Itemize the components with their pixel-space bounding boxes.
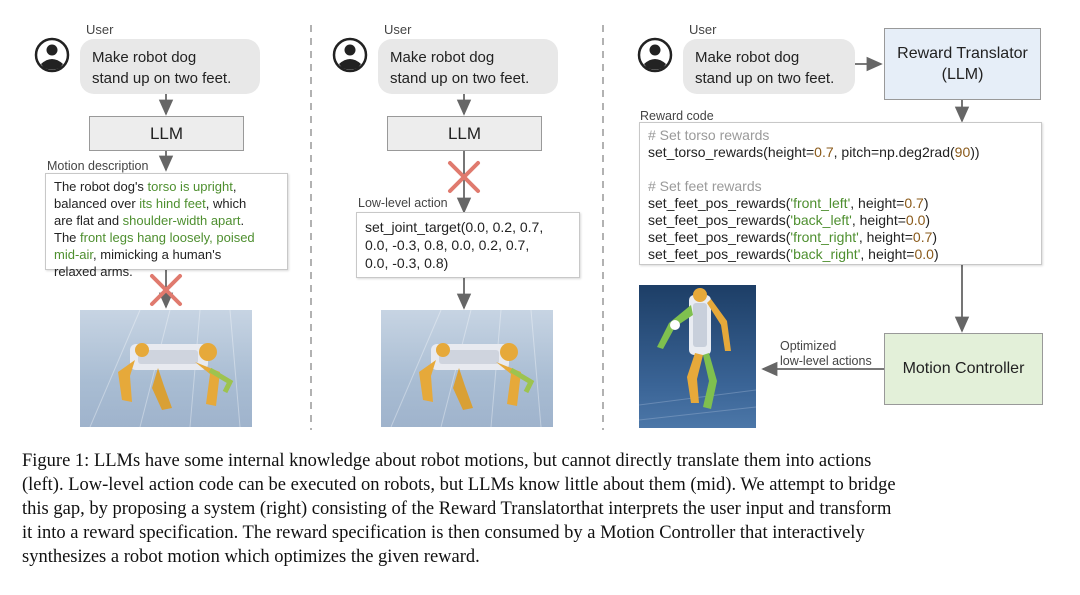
- cross-mid: [448, 161, 480, 193]
- action-line: set_joint_target(0.0, 0.2, 0.7,: [365, 219, 544, 235]
- user-text-line1: Make robot dog: [390, 49, 495, 66]
- figure-caption: Figure 1: LLMs have some internal knowle…: [22, 449, 1062, 569]
- motion-text: .: [240, 213, 245, 228]
- code-line: set_feet_pos_rewards('front_left', heigh…: [648, 195, 929, 211]
- motion-description-box: The robot dog's torso is upright, balanc…: [45, 173, 288, 279]
- motion-description-label: Motion description: [47, 159, 149, 173]
- user-bubble-mid: Make robot dog stand up on two feet.: [378, 39, 558, 94]
- motion-text: , which: [205, 196, 247, 211]
- reward-translator-box: Reward Translator (LLM): [884, 28, 1041, 100]
- user-text-line2: stand up on two feet.: [390, 70, 530, 87]
- user-icon-right: [637, 37, 673, 73]
- figure-graphics: [34, 25, 970, 430]
- optimized-line2: low-level actions: [780, 354, 872, 368]
- motion-highlight: its hind feet: [139, 196, 206, 211]
- robot-dog-fallen-picture: [390, 310, 542, 427]
- optimized-actions-label: Optimized low-level actions: [780, 339, 872, 369]
- code-line: set_torso_rewards(height=0.7, pitch=np.d…: [648, 144, 980, 160]
- caption-line: Figure 1: LLMs have some internal knowle…: [22, 451, 872, 471]
- optimized-line1: Optimized: [780, 339, 837, 353]
- user-icon-left: [34, 37, 70, 73]
- translator-title: Reward Translator: [897, 45, 1028, 62]
- code-comment: # Set feet rewards: [648, 178, 762, 194]
- action-line: 0.0, -0.3, 0.8): [365, 255, 449, 271]
- user-text-line2: stand up on two feet.: [92, 70, 232, 87]
- motion-highlight: front legs hang loosely, poised: [80, 230, 255, 245]
- robot-dog-standing-picture: [639, 288, 756, 421]
- robot-dog-fallen-picture: [89, 310, 241, 427]
- caption-line: (left). Low-level action code can be exe…: [22, 475, 896, 495]
- code-line: set_feet_pos_rewards('front_right', heig…: [648, 229, 938, 245]
- low-level-action-box: set_joint_target(0.0, 0.2, 0.7, 0.0, -0.…: [356, 212, 580, 278]
- motion-text: The robot dog's: [54, 179, 148, 194]
- reward-code-box: # Set torso rewards set_torso_rewards(he…: [639, 122, 1042, 265]
- user-label-right: User: [689, 22, 717, 37]
- user-label-left: User: [86, 22, 114, 37]
- cross-left: [150, 274, 182, 306]
- user-bubble-right: Make robot dog stand up on two feet.: [683, 39, 855, 94]
- caption-line: synthesizes a robot motion which optimiz…: [22, 547, 480, 567]
- motion-controller-box: Motion Controller: [884, 333, 1043, 405]
- code-line: set_feet_pos_rewards('back_left', height…: [648, 212, 931, 228]
- caption-line: it into a reward specification. The rewa…: [22, 523, 865, 543]
- user-bubble-left: Make robot dog stand up on two feet.: [80, 39, 260, 94]
- robot-dog-image-right: [639, 285, 756, 428]
- motion-text: The: [54, 230, 81, 245]
- code-line: set_feet_pos_rewards('back_right', heigh…: [648, 246, 939, 262]
- user-icon-mid: [332, 37, 368, 73]
- motion-text: relaxed arms.: [54, 264, 133, 279]
- llm-box-mid: LLM: [387, 116, 542, 151]
- code-blank-line: [648, 161, 1033, 178]
- caption-line: this gap, by proposing a system (right) …: [22, 499, 892, 519]
- robot-dog-image-mid: [381, 310, 553, 427]
- motion-highlight: mid-air: [54, 247, 94, 262]
- motion-highlight: shoulder-width apart: [122, 213, 241, 228]
- motion-text: balanced over: [54, 196, 140, 211]
- user-text-line2: stand up on two feet.: [695, 70, 835, 87]
- motion-text: , mimicking a human's: [93, 247, 222, 262]
- code-comment: # Set torso rewards: [648, 127, 770, 143]
- translator-subtitle: (LLM): [941, 66, 984, 83]
- low-level-action-label: Low-level action: [358, 196, 448, 210]
- user-label-mid: User: [384, 22, 412, 37]
- llm-box-left: LLM: [89, 116, 244, 151]
- robot-dog-image-left: [80, 310, 252, 427]
- user-text-line1: Make robot dog: [92, 49, 197, 66]
- motion-text: ,: [232, 179, 237, 194]
- motion-text: are flat and: [54, 213, 123, 228]
- action-line: 0.0, -0.3, 0.8, 0.0, 0.2, 0.7,: [365, 237, 530, 253]
- motion-highlight: torso is upright: [147, 179, 233, 194]
- reward-code-label: Reward code: [640, 109, 714, 123]
- user-text-line1: Make robot dog: [695, 49, 800, 66]
